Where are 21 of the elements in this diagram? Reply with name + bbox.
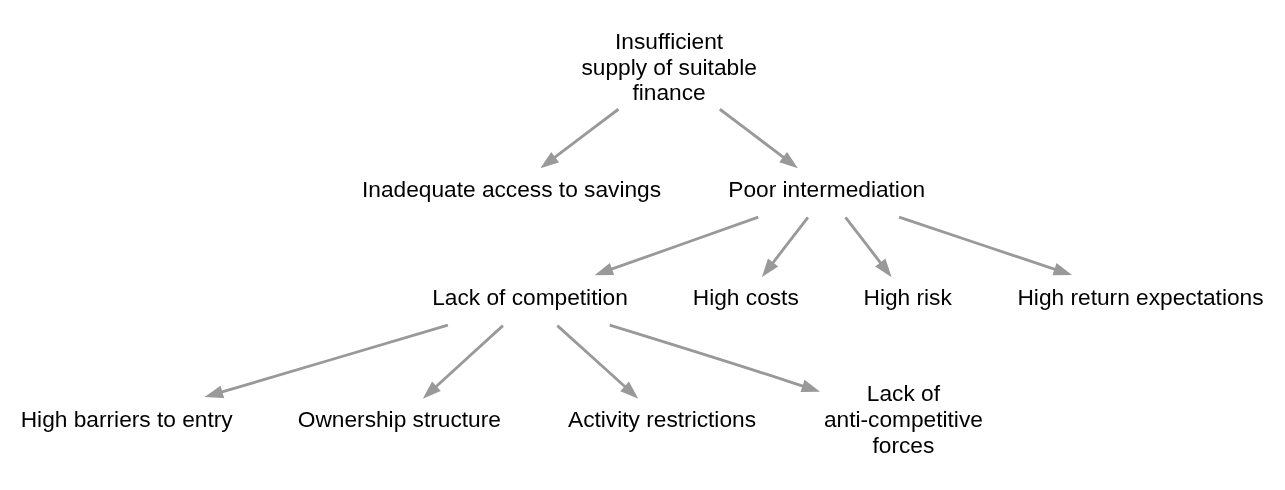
arrow	[844, 215, 892, 277]
node-text: Activity restrictions	[568, 405, 757, 432]
arrow	[540, 107, 620, 168]
node-text: Poor intermediation	[728, 175, 926, 202]
arrow	[204, 323, 449, 398]
node-text: Lack of anti-competitive forces	[823, 379, 983, 458]
arrow	[422, 324, 504, 399]
node-text: Insufficient supply of suitable finance	[581, 27, 757, 105]
arrow	[898, 215, 1072, 275]
node-text: High return expectations	[1017, 283, 1264, 310]
arrow	[556, 324, 639, 399]
arrow	[719, 107, 798, 168]
arrow	[761, 215, 810, 277]
node-text: High barriers to entry	[20, 405, 233, 432]
arrow	[609, 323, 821, 392]
node-text: High risk	[863, 283, 952, 310]
node-text: High costs	[692, 283, 799, 310]
node-text: Ownership structure	[297, 405, 501, 432]
node-text: Lack of competition	[432, 283, 628, 310]
node-text: Inadequate access to savings	[361, 175, 662, 202]
arrow	[594, 215, 759, 275]
